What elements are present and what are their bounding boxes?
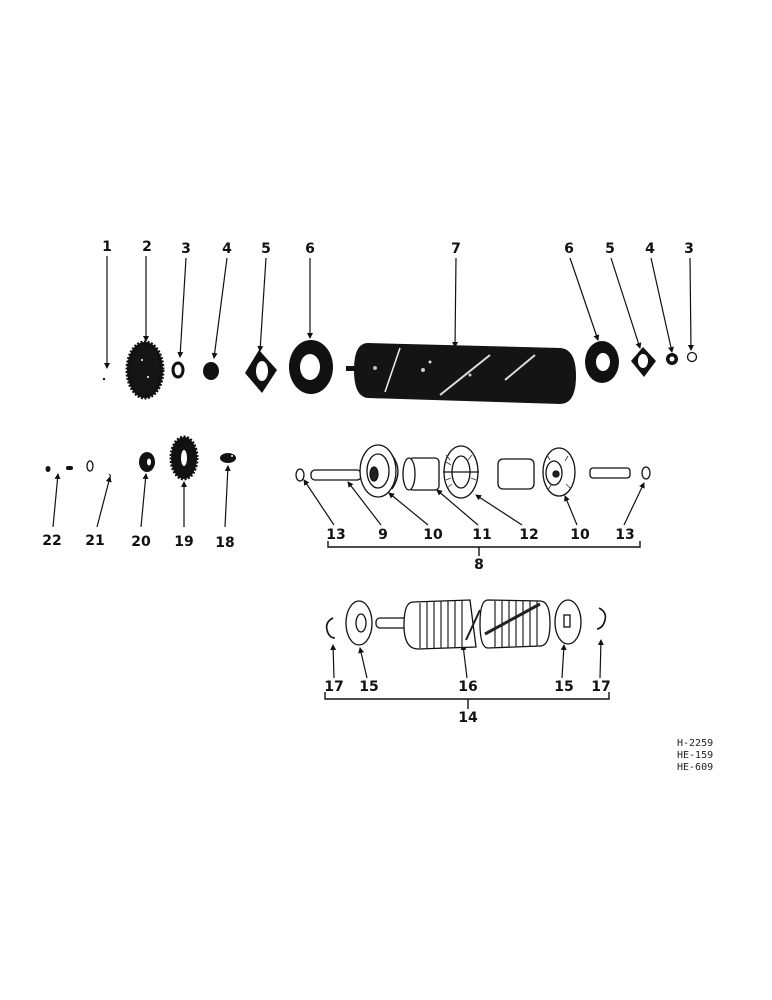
- reference-code-2: HE-159: [677, 750, 714, 761]
- callout-15-left: 15: [359, 679, 379, 695]
- callout-4: 4: [222, 241, 232, 257]
- callout-5: 5: [261, 241, 271, 257]
- callout-12: 12: [519, 527, 539, 543]
- callout-19: 19: [174, 534, 194, 550]
- callout-20: 20: [131, 534, 151, 550]
- reference-code-1: H-2259: [677, 738, 714, 749]
- callout-3-right: 3: [684, 241, 694, 257]
- callout-11: 11: [472, 527, 492, 543]
- callout-13-left: 13: [326, 527, 346, 543]
- callout-8-assembly: 8: [474, 557, 484, 573]
- callout-10-right: 10: [570, 527, 590, 543]
- reference-codes: H-2259 HE-159 HE-609: [677, 738, 713, 774]
- part-1-pin: [102, 377, 106, 381]
- callout-17-right: 17: [591, 679, 611, 695]
- callout-9: 9: [378, 527, 388, 543]
- part-7-roller: [346, 343, 576, 404]
- callout-18: 18: [215, 535, 235, 551]
- callout-21: 21: [85, 533, 105, 549]
- callout-2: 2: [142, 239, 152, 255]
- callout-14-assembly: 14: [458, 710, 478, 726]
- callout-6-right: 6: [564, 241, 574, 257]
- callout-5-right: 5: [605, 241, 615, 257]
- callout-13-right: 13: [615, 527, 635, 543]
- callout-22: 22: [42, 533, 62, 549]
- part-2-sprocket: [125, 340, 165, 400]
- part-5-flange: [245, 350, 277, 393]
- callout-4-right: 4: [645, 241, 655, 257]
- callout-1: 1: [102, 239, 112, 255]
- callout-17-left: 17: [324, 679, 344, 695]
- callout-3: 3: [181, 241, 191, 257]
- callout-15-right: 15: [554, 679, 574, 695]
- callout-16: 16: [458, 679, 478, 695]
- reference-code-3: HE-609: [677, 762, 714, 773]
- part-6-washer: [289, 340, 333, 394]
- callout-6: 6: [305, 241, 315, 257]
- callout-10-left: 10: [423, 527, 443, 543]
- callout-7: 7: [451, 241, 461, 257]
